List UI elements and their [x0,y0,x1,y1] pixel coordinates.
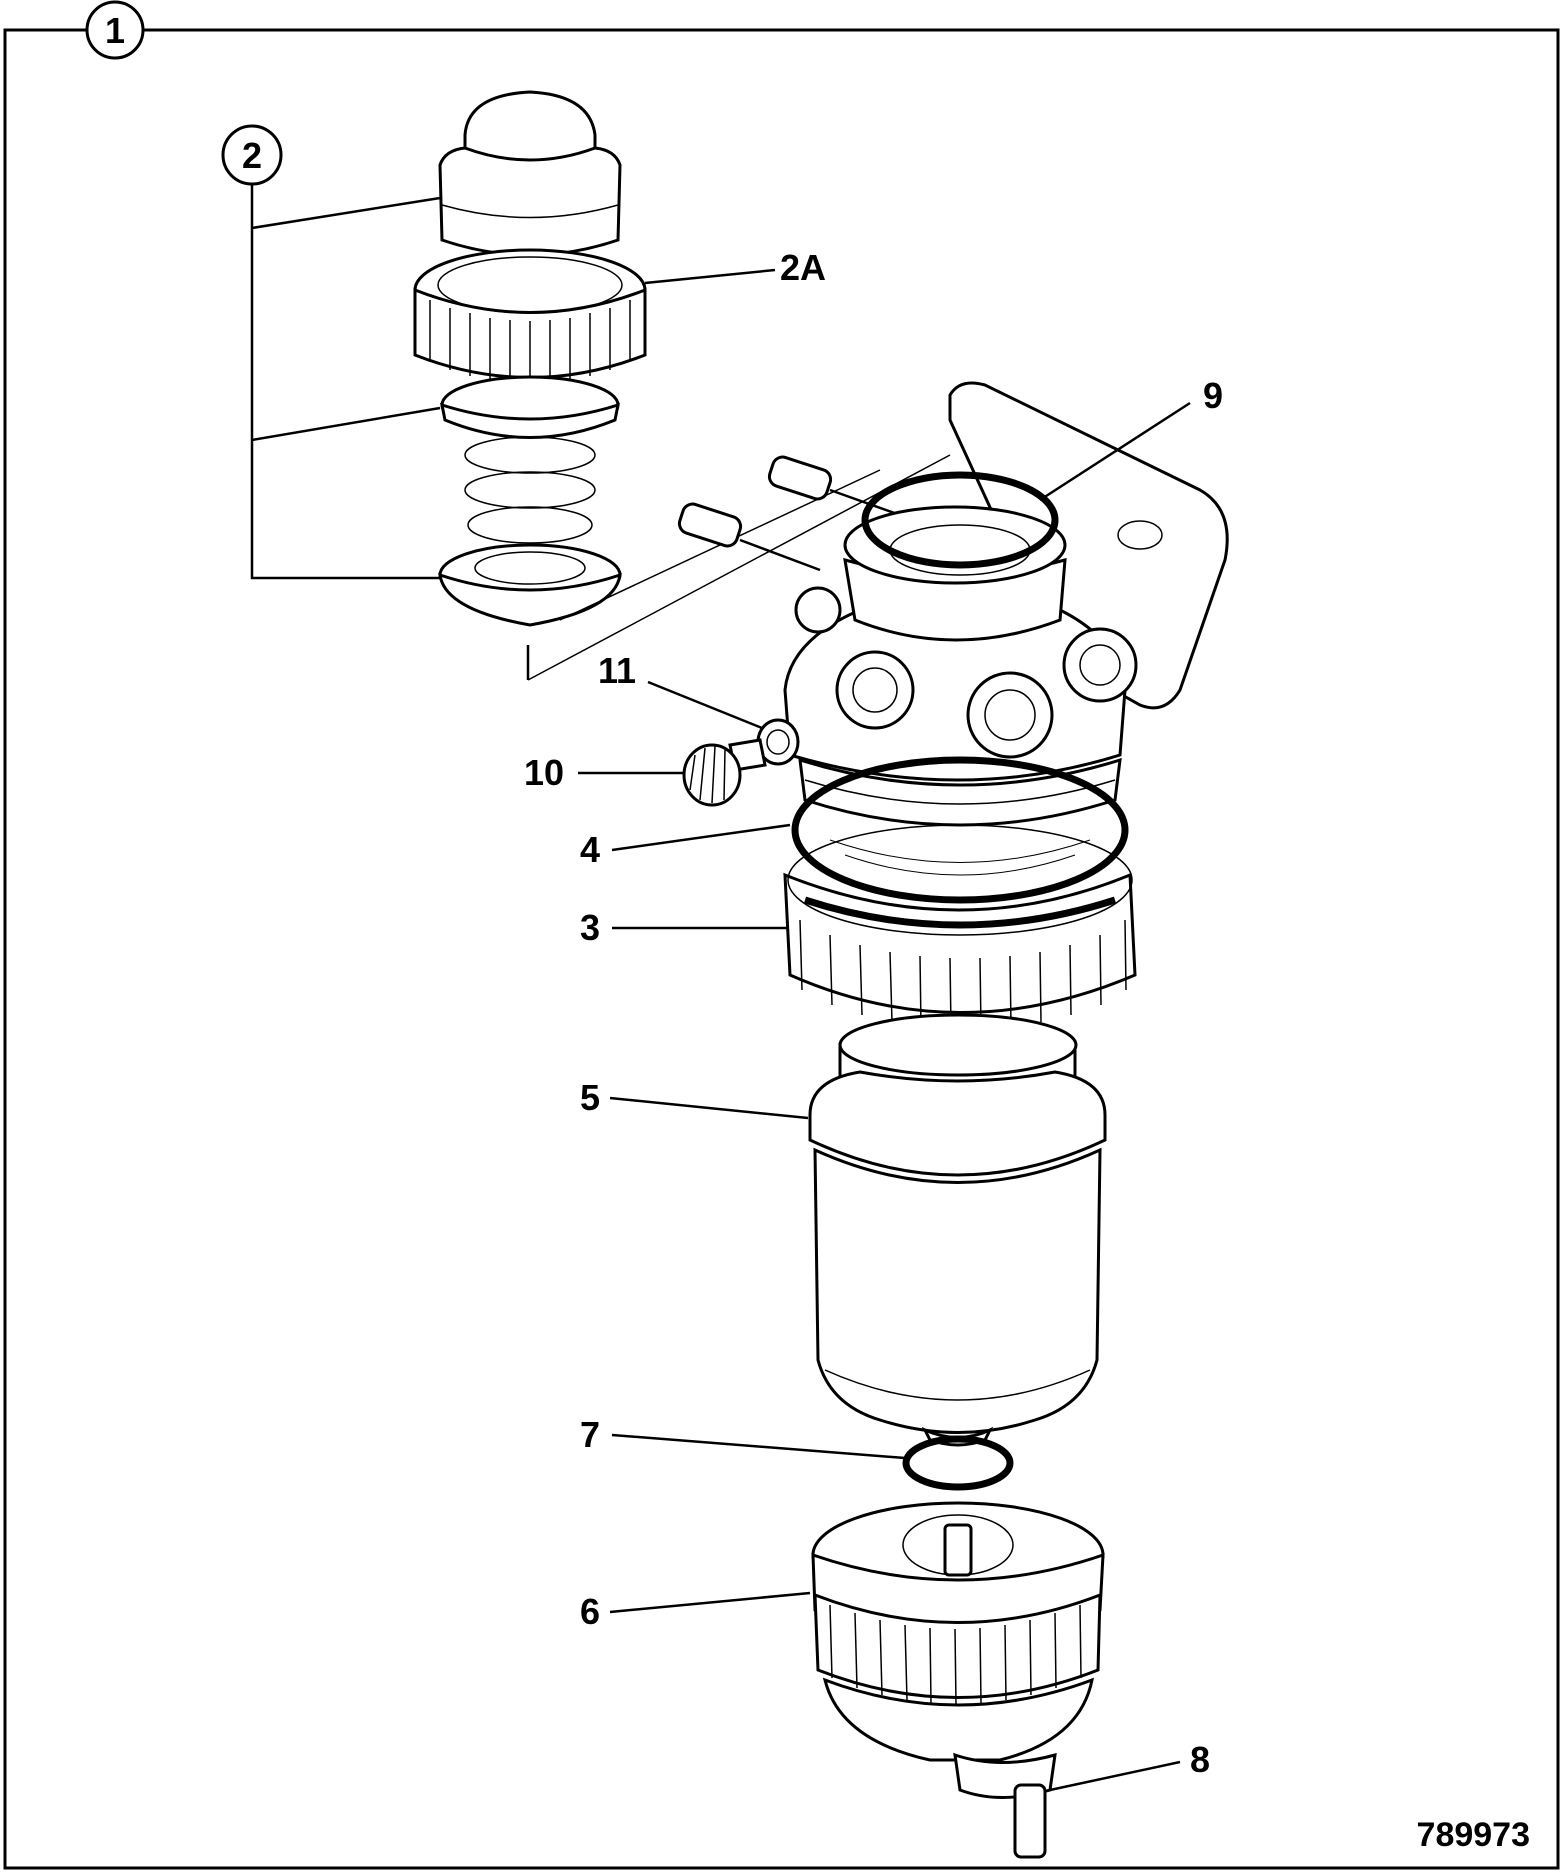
callout-4: 4 [580,823,791,870]
assembly-bubble-label: 1 [105,10,125,51]
callout-4-label: 4 [580,829,600,870]
spring-coils [464,436,596,544]
figure-number: 789973 [1417,1816,1530,1854]
filter-head [677,381,1229,827]
assembly-bubble-1: 1 [85,0,145,60]
callout-7: 7 [580,1414,906,1460]
callout-8-label: 8 [1190,1739,1210,1780]
callout-2a: 2A [644,247,826,288]
callout-10-label: 10 [524,752,564,793]
water-bowl [811,1501,1105,1762]
callout-3: 3 [580,907,788,948]
callout-11: 11 [598,650,763,730]
callout-5-label: 5 [580,1077,600,1118]
callout-3-label: 3 [580,907,600,948]
diagram-frame [3,28,1560,1870]
callout-7-label: 7 [580,1414,600,1455]
callout-5: 5 [580,1077,809,1120]
kit-bubble-label: 2 [242,135,262,176]
kit-bubble-2: 2 [221,124,441,580]
callout-2a-label: 2A [780,247,826,288]
retaining-ring [783,824,1137,1029]
bowl-knurl-lines [829,1604,1082,1705]
callout-6-label: 6 [580,1591,600,1632]
callout-9-label: 9 [1203,375,1223,416]
callout-9: 9 [1039,375,1223,502]
bleed-screw-assembly [682,718,800,807]
ring-knurl-lines [429,300,631,384]
callout-10: 10 [524,752,685,793]
callout-6: 6 [580,1591,811,1632]
drain-valve [953,1752,1057,1859]
primer-pump-kit [413,90,647,627]
bowl-o-ring [902,1435,1014,1491]
head-o-ring [791,756,1129,904]
callout-8: 8 [1049,1739,1210,1792]
callout-11-label: 11 [598,650,636,691]
filter-element [808,1013,1107,1447]
